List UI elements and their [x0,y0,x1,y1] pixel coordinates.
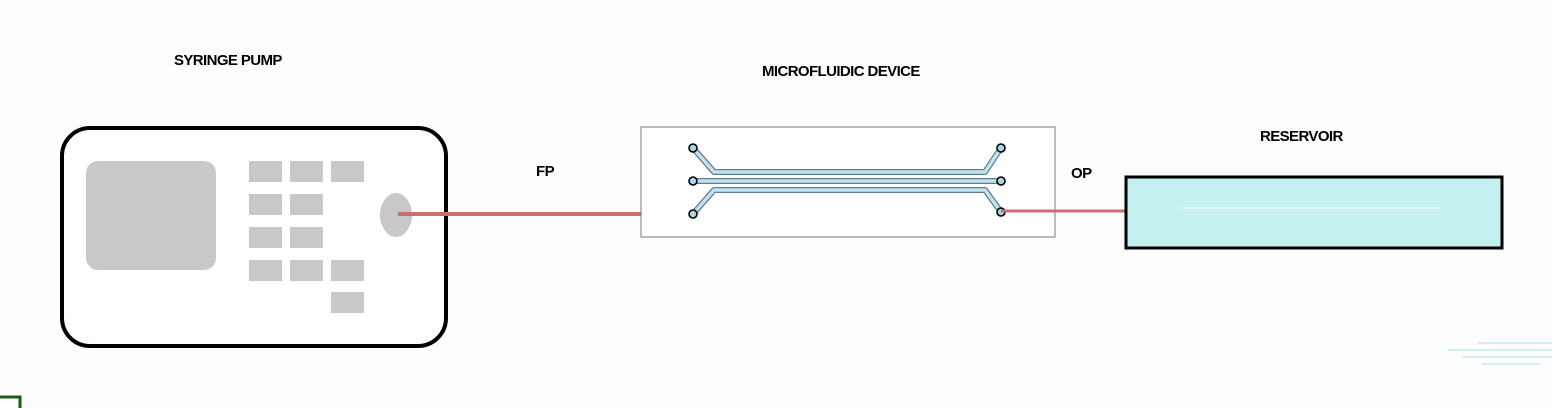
microfluidic-device [640,126,1056,238]
pump-key [249,260,282,281]
fp-label: FP [536,163,555,180]
corner-marker [0,395,22,408]
device-channels [690,146,1004,216]
pump-display [86,161,216,270]
pump-key [290,194,323,215]
reservoir-tank [1124,175,1504,250]
inlet-port [688,209,698,219]
device-ports [688,143,1006,219]
reservoir [1124,175,1504,250]
pump-key [290,260,323,281]
pump-key [249,194,282,215]
pump-key [331,161,364,182]
syringe-pump-label: SYRINGE PUMP [174,52,282,69]
pump-key [290,161,323,182]
pump-key [290,227,323,248]
outlet-port [996,143,1006,153]
pump-key [249,227,282,248]
pump-keypad [249,161,364,313]
pump-key [249,161,282,182]
microfluidic-device-label: MICROFLUIDIC DEVICE [762,63,920,80]
pump-syringe-port [380,193,412,237]
water-streak-decoration [1448,342,1552,365]
inlet-port [688,143,698,153]
inlet-port [688,176,698,186]
reservoir-label: RESERVOIR [1260,128,1343,145]
pump-key [331,292,364,313]
op-label: OP [1071,165,1092,182]
syringe-pump [60,126,448,348]
outlet-port [996,176,1006,186]
pump-key [331,260,364,281]
